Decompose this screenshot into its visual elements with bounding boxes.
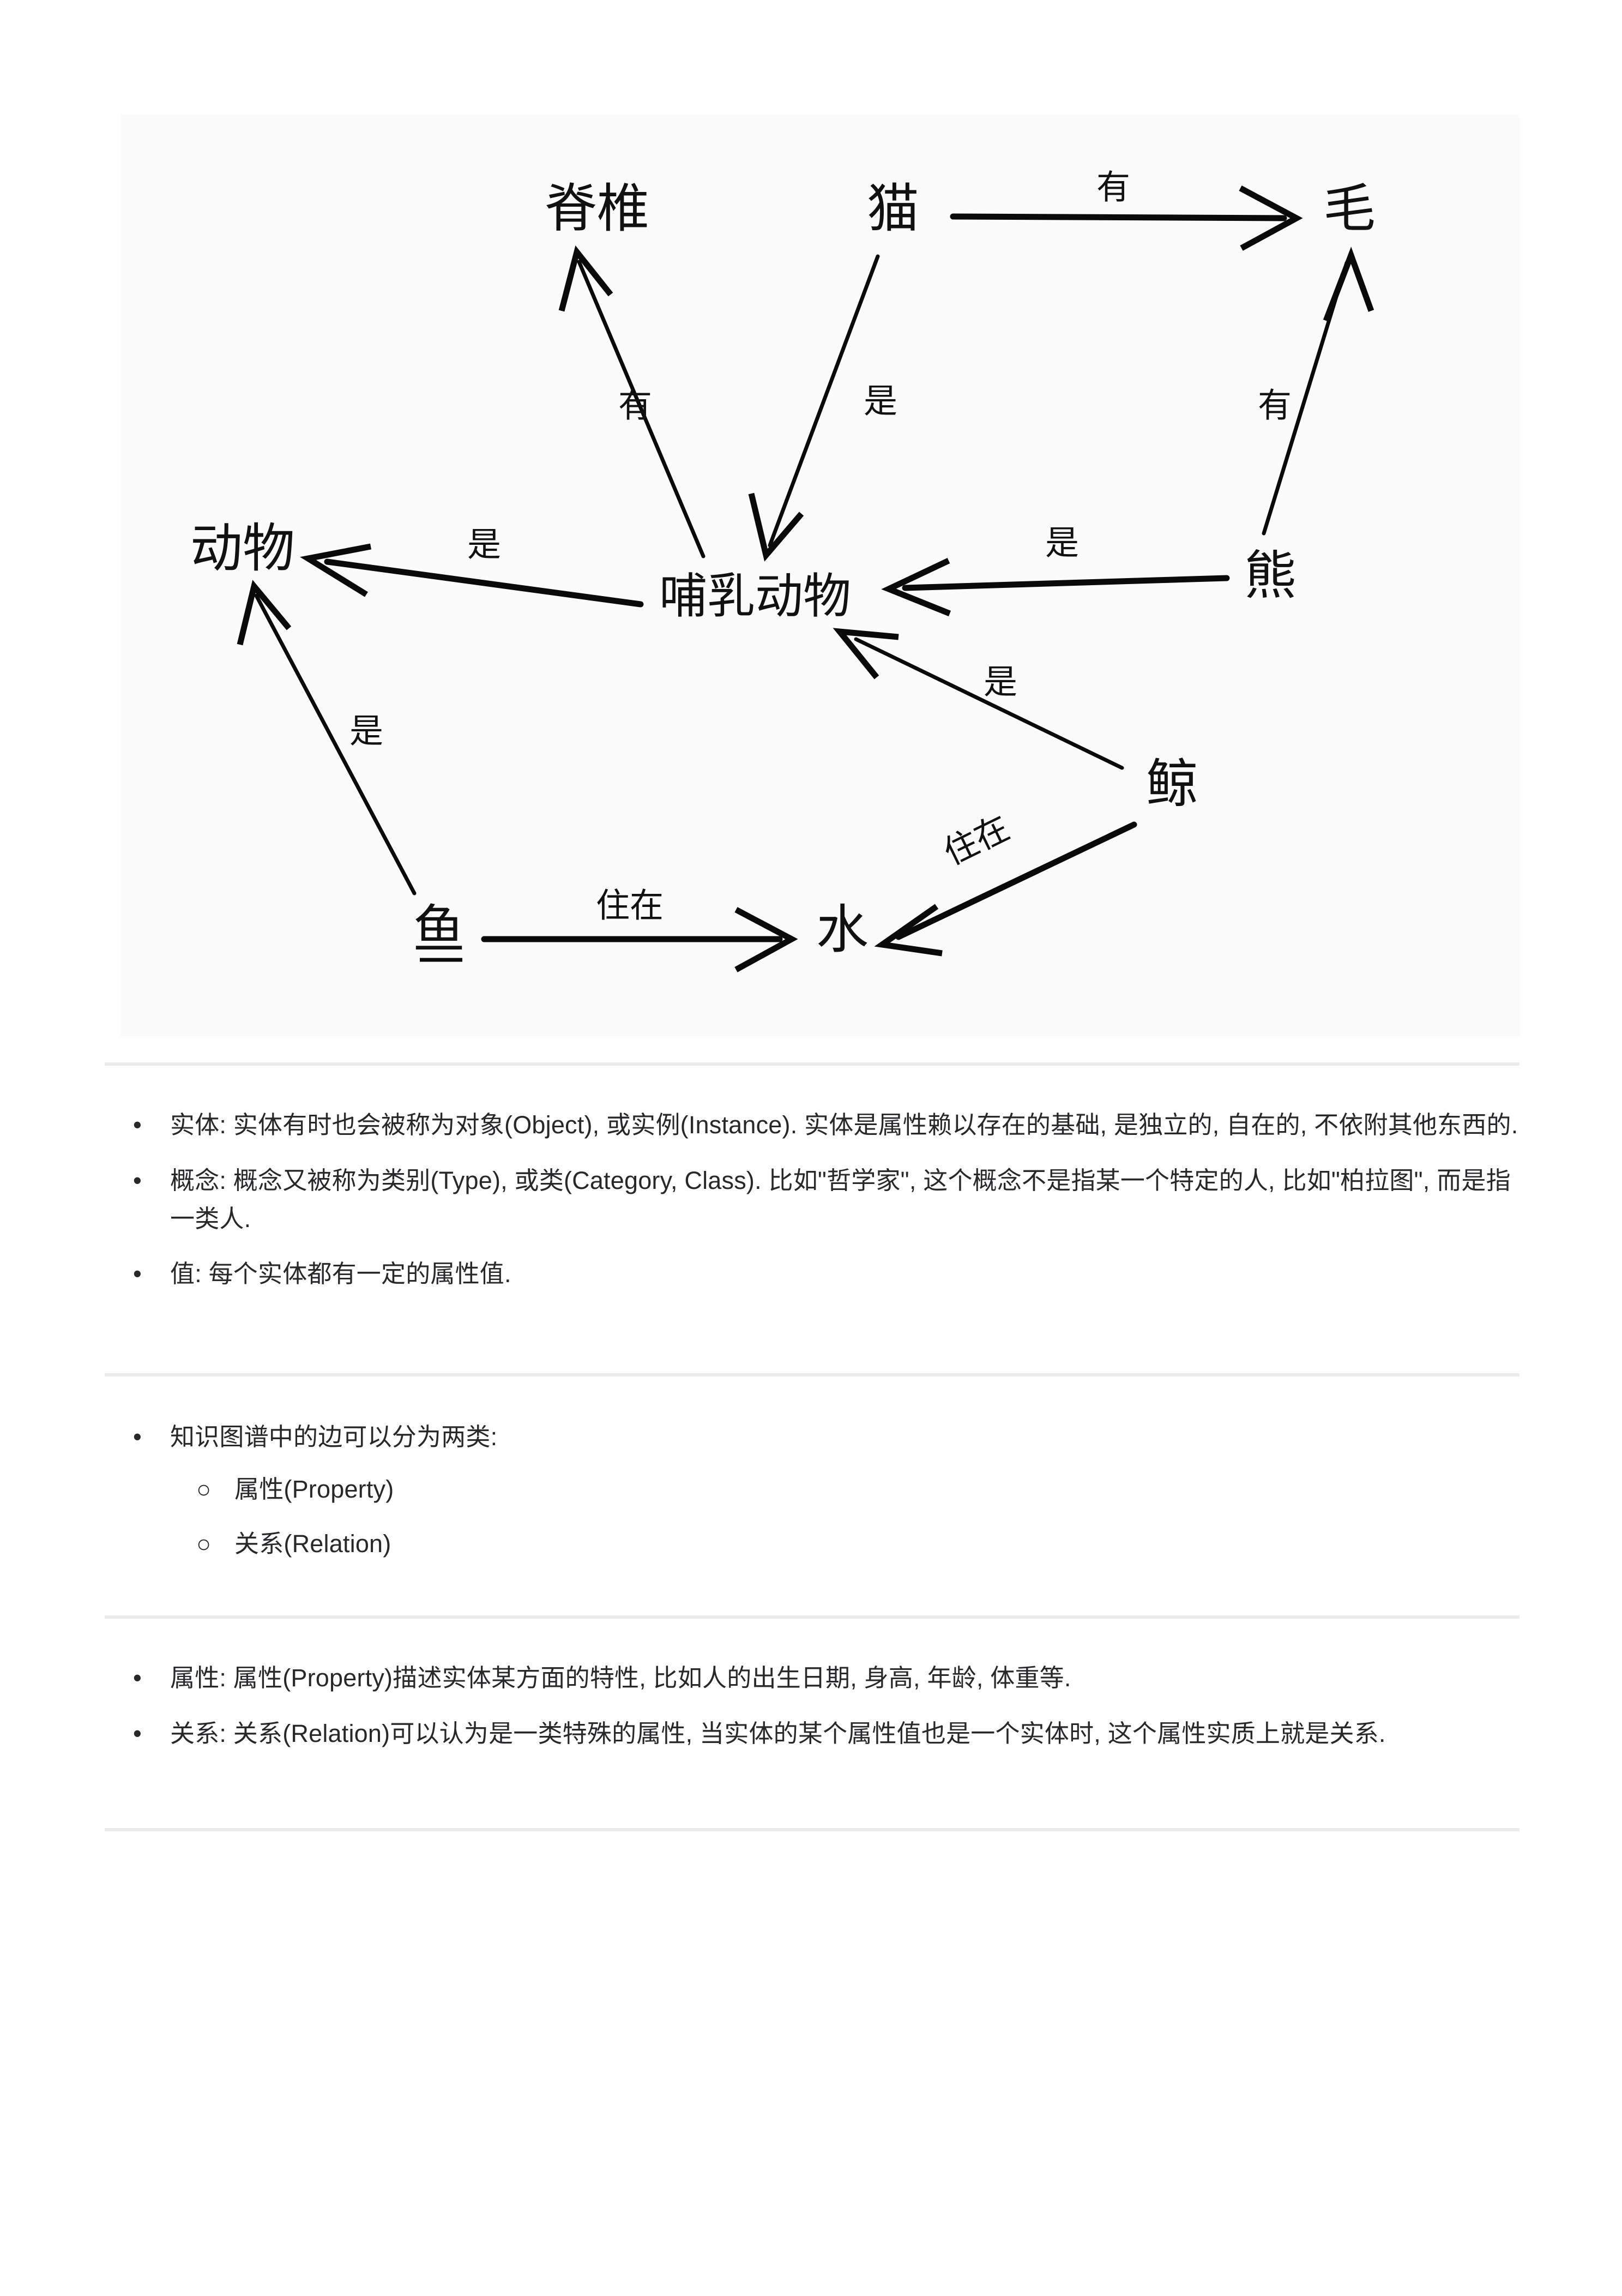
graph-node-fur[interactable]: 毛 [1323,179,1376,238]
edge-whale-lives-in-water [874,821,1137,957]
terms-list: • 实体: 实体有时也会被称为对象(Object), 或实例(Instance)… [105,1106,1522,1293]
divider-middle-one [105,1373,1520,1377]
bullet-icon: • [133,1423,142,1451]
divider-bottom [105,1828,1520,1831]
graph-node-spine[interactable]: 脊椎 [545,179,649,238]
sub-bullet-icon: ○ [196,1529,212,1558]
sub-bullet-icon: ○ [196,1475,212,1503]
list-item-text: 关系: 关系(Relation)可以认为是一类特殊的属性, 当实体的某个属性值也… [170,1719,1386,1747]
list-item-text: 属性(Property) [234,1475,394,1503]
list-item: • 关系: 关系(Relation)可以认为是一类特殊的属性, 当实体的某个属性… [105,1715,1522,1753]
list-item-text: 属性: 属性(Property)描述实体某方面的特性, 比如人的出生日期, 身高… [170,1664,1071,1692]
edge-label-mammal-spine: 有 [618,387,652,424]
section-terms: • 实体: 实体有时也会被称为对象(Object), 或实例(Instance)… [105,1106,1522,1293]
edge-label-cat-fur: 有 [1096,169,1130,206]
graph-node-cat[interactable]: 猫 [867,179,919,238]
bullet-icon: • [133,1664,142,1692]
list-item-text: 知识图谱中的边可以分为两类: [170,1423,498,1451]
edge-label-fish-water: 住在 [596,887,664,924]
graph-node-water[interactable]: 水 [816,900,869,959]
list-item-text: 概念: 概念又被称为类别(Type), 或类(Category, Class).… [170,1166,1511,1233]
list-item: ○ 关系(Relation) [170,1525,1522,1563]
list-item: • 值: 每个实体都有一定的属性值. [105,1255,1522,1293]
edge-mammal-has-spine [558,245,706,558]
list-item: • 概念: 概念又被称为类别(Type), 或类(Category, Class… [105,1162,1522,1238]
section-definitions: • 属性: 属性(Property)描述实体某方面的特性, 比如人的出生日期, … [105,1659,1522,1753]
edge-bear-is-mammal [881,558,1230,617]
edge-label-fish-animal: 是 [349,712,383,750]
edge-mammal-is-animal [300,543,644,608]
list-item: • 实体: 实体有时也会被称为对象(Object), 或实例(Instance)… [105,1106,1522,1144]
edge-cat-has-fur [950,185,1303,251]
edge-label-whale-water: 住在 [938,809,1015,872]
bullet-icon: • [133,1166,142,1194]
edge-label-cat-mammal: 是 [864,382,897,420]
edge-types-list: • 知识图谱中的边可以分为两类: ○ 属性(Property) ○ 关系(Rel… [105,1418,1522,1562]
list-item: ○ 属性(Property) [170,1470,1522,1508]
list-item: • 属性: 属性(Property)描述实体某方面的特性, 比如人的出生日期, … [105,1659,1522,1697]
figure-canvas [121,115,1520,1036]
edge-label-bear-fur: 有 [1258,387,1292,424]
bullet-icon: • [133,1719,142,1747]
knowledge-graph-svg: 脊椎 猫 毛 动物 哺乳动物 熊 鲸 鱼 水 有 有 是 有 是 是 是 住在 … [190,169,1376,972]
list-item-text: 值: 每个实体都有一定的属性值. [170,1260,511,1288]
list-item-text: 关系(Relation) [234,1529,391,1558]
list-item: • 知识图谱中的边可以分为两类: ○ 属性(Property) ○ 关系(Rel… [105,1418,1522,1562]
divider-middle-two [105,1615,1520,1619]
edge-cat-is-mammal [748,254,880,562]
section-edge-types: • 知识图谱中的边可以分为两类: ○ 属性(Property) ○ 关系(Rel… [105,1418,1522,1562]
bullet-icon: • [133,1111,142,1139]
edge-label-bear-mammal: 是 [1045,524,1079,562]
edge-fish-is-animal [237,580,417,895]
list-item-text: 实体: 实体有时也会被称为对象(Object), 或实例(Instance). … [170,1111,1518,1139]
edge-types-sublist: ○ 属性(Property) ○ 关系(Relation) [170,1470,1522,1563]
graph-node-fish[interactable]: 鱼 [413,900,465,959]
divider-top [105,1062,1520,1066]
bullet-icon: • [133,1260,142,1288]
edge-whale-is-mammal [833,628,1124,770]
graph-node-animal[interactable]: 动物 [190,519,295,578]
graph-node-whale[interactable]: 鲸 [1146,755,1198,813]
edge-fish-lives-in-water [481,907,798,972]
knowledge-graph-figure: 脊椎 猫 毛 动物 哺乳动物 熊 鲸 鱼 水 有 有 是 有 是 是 是 住在 … [0,0,1622,1036]
graph-node-bear[interactable]: 熊 [1244,546,1297,605]
definitions-list: • 属性: 属性(Property)描述实体某方面的特性, 比如人的出生日期, … [105,1659,1522,1753]
graph-node-mammal[interactable]: 哺乳动物 [659,569,851,623]
edge-label-whale-mammal: 是 [984,663,1017,701]
edge-bear-has-fur [1262,247,1374,536]
edge-label-mammal-animal: 是 [467,526,501,563]
